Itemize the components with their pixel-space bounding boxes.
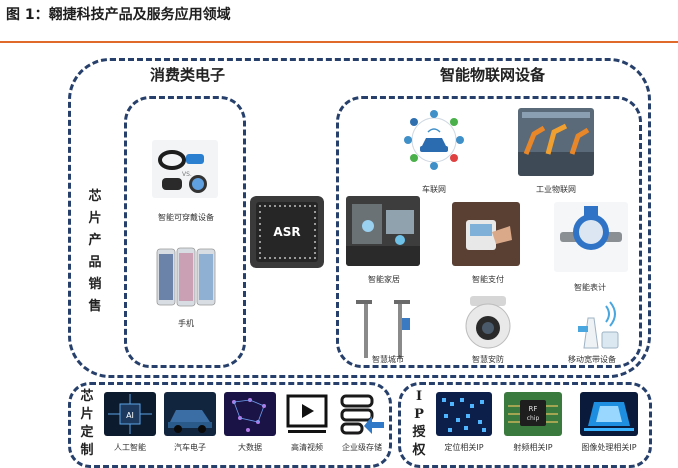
video-caption: 高清视频 (291, 443, 323, 452)
smart-home-icon (346, 196, 420, 266)
asr-chip-icon: ASR (250, 196, 324, 268)
title-rule (0, 41, 678, 43)
rf-ip-icon: RF chip (504, 392, 562, 436)
positioning-ip-icon (436, 392, 492, 436)
chip-customization-label: 芯 片 定 制 (80, 389, 94, 458)
mobile-broadband-icon (566, 296, 626, 352)
rf-ip-caption: 射频相关IP (513, 443, 553, 452)
big-data-caption: 大数据 (238, 443, 262, 452)
image-processing-ip-icon (580, 392, 638, 436)
positioning-ip-caption: 定位相关IP (444, 443, 484, 452)
car-electronics-caption: 汽车电子 (174, 443, 206, 452)
storage-caption: 企业级存储 (342, 443, 382, 452)
iot-title: 智能物联网设备 (440, 66, 546, 84)
smartphone-caption: 手机 (178, 319, 194, 328)
consumer-electronics-box (124, 96, 246, 368)
figure-title: 图 1：翱捷科技产品及服务应用领域 (6, 7, 231, 23)
mobile-broadband-caption: 移动宽带设备 (568, 355, 616, 364)
image-processing-ip-caption: 图像处理相关IP (581, 443, 637, 452)
security-camera-icon (456, 292, 520, 352)
car-electronics-icon (164, 392, 216, 436)
industrial-iot-icon (518, 108, 594, 176)
svg-text:VS.: VS. (182, 171, 192, 178)
smart-payment-icon (452, 202, 520, 266)
connected-car-caption: 车联网 (422, 185, 446, 194)
smartphone-icon (155, 246, 217, 308)
smart-city-icon (350, 294, 418, 358)
storage-icon (338, 392, 386, 436)
smart-meter-caption: 智能表计 (574, 283, 606, 292)
svg-text:chip: chip (527, 415, 540, 422)
svg-text:AI: AI (126, 411, 134, 420)
wearable-icon: VS. (152, 140, 218, 198)
ip-licensing-label: I P 授 权 (412, 389, 426, 458)
svg-text:ASR: ASR (273, 225, 300, 239)
chip-sales-container (68, 58, 651, 378)
video-play-icon (284, 392, 330, 436)
industrial-iot-caption: 工业物联网 (536, 185, 576, 194)
security-camera-caption: 智慧安防 (472, 355, 504, 364)
smart-payment-caption: 智能支付 (472, 275, 504, 284)
consumer-electronics-title: 消费类电子 (150, 66, 226, 84)
smart-home-caption: 智能家居 (368, 275, 400, 284)
wearable-caption: 智能可穿戴设备 (158, 213, 214, 222)
big-data-icon (224, 392, 276, 436)
iot-box (336, 96, 642, 368)
connected-car-icon (392, 104, 476, 176)
svg-text:RF: RF (529, 405, 538, 413)
chip-sales-label: 芯 片 产 品 销 售 (88, 189, 102, 314)
ai-caption: 人工智能 (114, 443, 146, 452)
ai-chip-icon: AI (104, 392, 156, 436)
smart-city-caption: 智慧城市 (372, 355, 404, 364)
smart-meter-icon (554, 202, 628, 272)
